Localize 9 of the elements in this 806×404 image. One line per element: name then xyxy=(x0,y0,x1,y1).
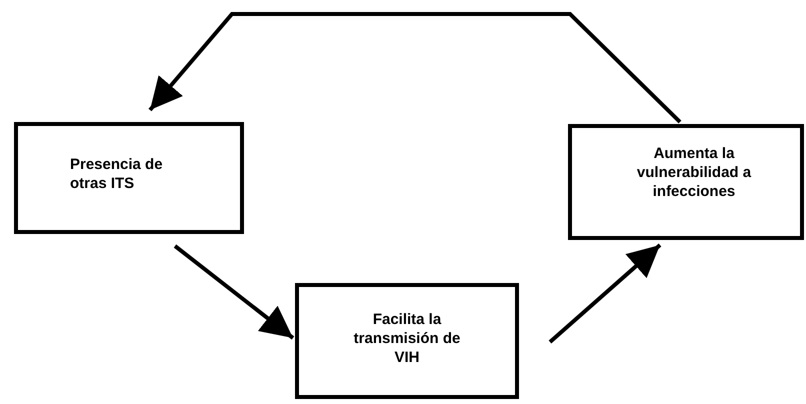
arrow xyxy=(148,12,682,124)
process-box xyxy=(14,122,244,234)
arrow xyxy=(548,244,662,344)
box-label: Facilita la transmisión de VIH xyxy=(352,310,462,366)
process-box xyxy=(295,283,519,399)
box-label: Aumenta la vulnerabilidad a infecciones xyxy=(636,144,752,200)
process-box xyxy=(568,124,804,240)
box-label: Presencia de otras ITS xyxy=(70,155,164,193)
arrow xyxy=(174,244,294,340)
